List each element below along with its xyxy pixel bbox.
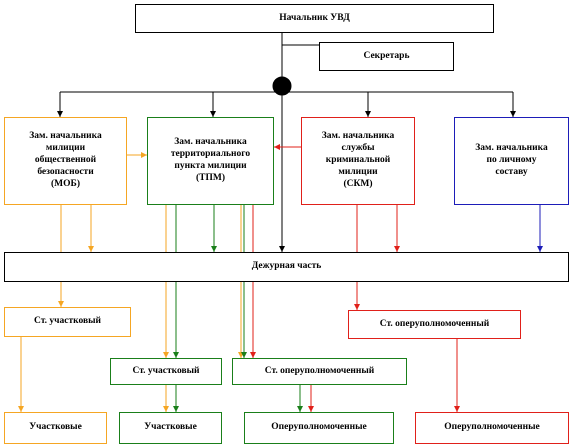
box-senior-operative-mid-label: Ст. оперуполномоченный <box>264 365 375 376</box>
box-deputy-tpm-label: Зам. начальника территориального пункта … <box>170 137 251 183</box>
box-district-left-label: Участковые <box>29 422 82 433</box>
box-senior-district-mid-label: Ст. участковый <box>132 365 200 376</box>
box-senior-operative-right-label: Ст. оперуполномоченный <box>379 318 490 329</box>
box-operatives-right-label: Оперуполномоченные <box>444 422 540 433</box>
box-deputy-tpm: Зам. начальника территориального пункта … <box>147 117 274 205</box>
box-deputy-skm: Зам. начальника службы криминальной мили… <box>301 117 415 205</box>
box-senior-district-mid: Ст. участковый <box>110 358 222 385</box>
box-duty: Дежурная часть <box>4 252 569 282</box>
box-deputy-mob: Зам. начальника милиции общественной без… <box>4 117 127 205</box>
box-secretary-label: Секретарь <box>363 50 410 61</box>
box-chief-label: Начальник УВД <box>279 12 350 23</box>
box-secretary: Секретарь <box>319 42 454 71</box>
box-deputy-personnel: Зам. начальника по личному составу <box>454 117 569 205</box>
box-senior-operative-mid: Ст. оперуполномоченный <box>232 358 407 385</box>
box-operatives-right: Оперуполномоченные <box>415 412 569 444</box>
box-district-mid-label: Участковые <box>144 422 197 433</box>
box-senior-operative-right: Ст. оперуполномоченный <box>348 310 521 339</box>
box-duty-label: Дежурная часть <box>251 261 322 272</box>
box-senior-district-left-label: Ст. участковый <box>33 316 102 327</box>
box-operatives-mid: Оперуполномоченные <box>244 412 394 444</box>
box-deputy-skm-label: Зам. начальника службы криминальной мили… <box>321 131 395 189</box>
box-deputy-mob-label: Зам. начальника милиции общественной без… <box>29 131 102 189</box>
box-district-mid: Участковые <box>119 412 222 444</box>
box-deputy-personnel-label: Зам. начальника по личному составу <box>475 143 548 177</box>
box-operatives-mid-label: Оперуполномоченные <box>271 422 367 433</box>
box-chief: Начальник УВД <box>135 4 494 33</box>
box-senior-district-left: Ст. участковый <box>4 307 131 337</box>
box-district-left: Участковые <box>4 412 107 444</box>
